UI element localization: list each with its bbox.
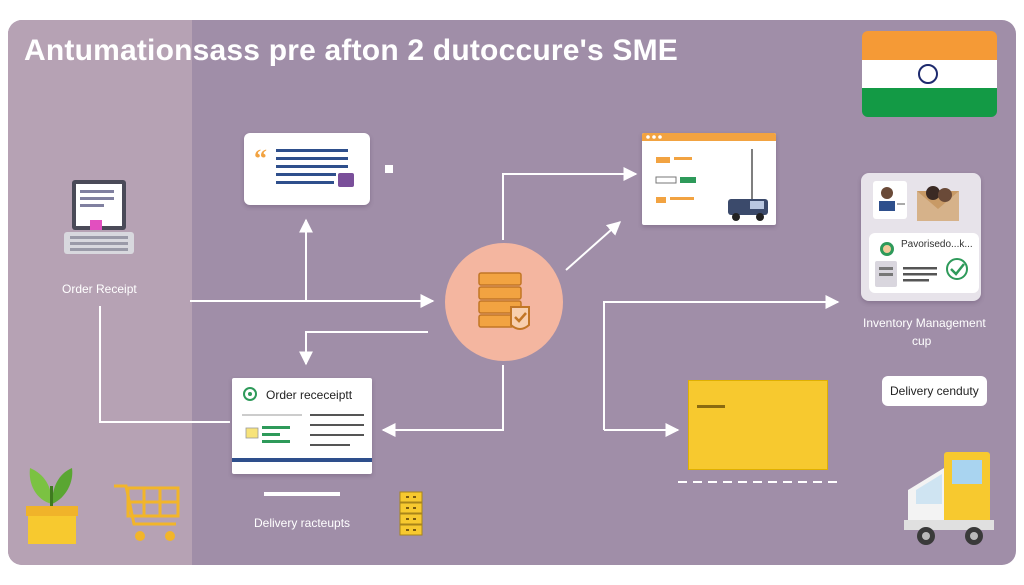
line-left-down: [99, 306, 230, 423]
delivery-bottom-label: Delivery racteupts: [254, 516, 351, 530]
laptop-icon: [64, 180, 134, 254]
order-card-graphics: [232, 387, 372, 462]
inventory-label-line1: Inventory Management: [863, 316, 986, 330]
shopping-cart-icon: [114, 484, 180, 541]
delivery-truck-icon: [904, 452, 994, 545]
quote-icon: “: [254, 144, 354, 187]
dashboard-chart-icon: [642, 133, 776, 205]
arrow-hub-diagonal: [565, 221, 622, 271]
stacked-crates-icon: [399, 491, 423, 536]
order-card-title: Order receceiptt: [266, 388, 353, 402]
india-flag-icon: [862, 31, 997, 117]
message-card: “: [244, 133, 370, 205]
svg-text:“: “: [254, 144, 267, 173]
stacked-boxes-check-icon: [478, 272, 530, 330]
diagram-canvas: Antumationsass pre afton 2 dutoccure's S…: [8, 20, 1016, 565]
profile-icons: [869, 181, 979, 293]
plant-pot-icon: [26, 468, 78, 544]
arrow-hub-down-left: [299, 331, 428, 366]
profile-card: Pavorisedo...k...: [861, 173, 981, 301]
arrow-hub-to-dashboard: [502, 167, 638, 240]
arrow-to-inventory: [603, 295, 840, 430]
profile-name: Pavorisedo...k...: [901, 239, 973, 250]
connector-lines: [99, 167, 840, 496]
small-square-marker: [385, 165, 393, 173]
order-receipt-card: Order receceiptt: [232, 378, 372, 474]
delivery-status-pill: Delivery cenduty: [882, 376, 987, 406]
van-icon: [728, 199, 768, 221]
arrow-hub-to-ordercard: [381, 365, 504, 437]
inventory-label-line2: cup: [912, 334, 932, 348]
dashboard-card: [642, 133, 776, 225]
order-receipt-label: Order Receipt: [62, 282, 137, 296]
page-title: Antumationsass pre afton 2 dutoccure's S…: [24, 34, 678, 67]
central-hub: [445, 243, 563, 361]
yellow-panel: [688, 380, 828, 470]
